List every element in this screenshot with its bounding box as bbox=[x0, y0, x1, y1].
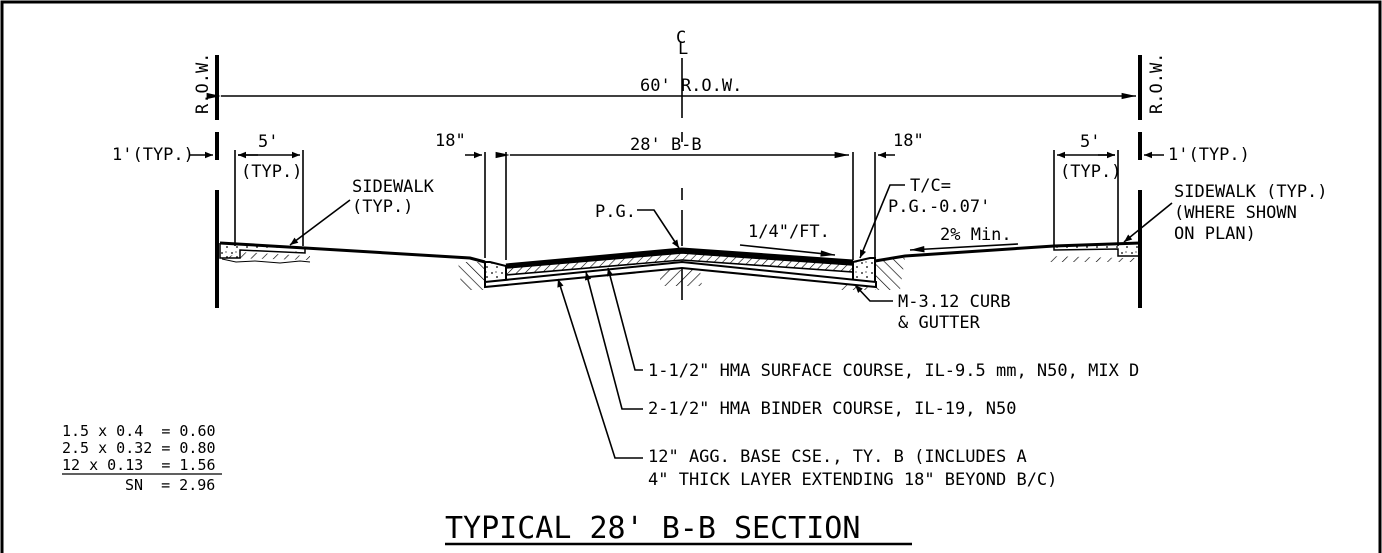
sidewalk-right-leader bbox=[1123, 202, 1173, 243]
structural-number-table: 1.5 x 0.4 = 0.60 2.5 x 0.32 = 0.80 12 x … bbox=[62, 422, 222, 494]
parkway-slope: 2% Min. bbox=[940, 225, 1012, 245]
sidewalk-left-leader bbox=[289, 199, 351, 246]
sidewalk-right-label-2: (WHERE SHOWN bbox=[1174, 203, 1297, 223]
centerline-l: L bbox=[678, 39, 688, 59]
sidewalk-left-label-1: SIDEWALK bbox=[352, 177, 435, 197]
row-label-left: R.O.W. bbox=[193, 53, 213, 114]
layer-base-label-1: 12" AGG. BASE CSE., TY. B (INCLUDES A bbox=[648, 447, 1027, 467]
curb-offset-left: 18" bbox=[435, 131, 466, 151]
layer-binder-leader bbox=[584, 271, 643, 410]
typ-1ft-left: 1'(TYP.) bbox=[112, 145, 194, 165]
layer-surface-leader bbox=[606, 267, 643, 371]
left-parkway bbox=[219, 241, 486, 264]
row-width-label: 60' R.O.W. bbox=[640, 76, 742, 96]
sn-row-2: 2.5 x 0.32 = 0.80 bbox=[62, 439, 216, 457]
sidewalk-width-right: 5' bbox=[1080, 132, 1100, 152]
sidewalk-typ-right: (TYP.) bbox=[1060, 162, 1121, 182]
curb-leader bbox=[854, 284, 893, 302]
sidewalk-right-label-1: SIDEWALK (TYP.) bbox=[1174, 182, 1328, 202]
tc-label-2: P.G.-0.07' bbox=[888, 197, 990, 217]
curb-label-1: M-3.12 CURB bbox=[898, 292, 1011, 312]
layer-base-label-2: 4" THICK LAYER EXTENDING 18" BEYOND B/C) bbox=[648, 470, 1057, 490]
layer-base-leader bbox=[557, 278, 643, 459]
sn-total: SN = 2.96 bbox=[125, 476, 215, 494]
pg-label: P.G. bbox=[595, 202, 636, 222]
sidewalk-width-left: 5' bbox=[258, 132, 278, 152]
curb-label-2: & GUTTER bbox=[898, 313, 981, 333]
sidewalk-right-label-3: ON PLAN) bbox=[1174, 224, 1256, 244]
row-label-right: R.O.W. bbox=[1147, 53, 1167, 114]
sidewalk-left-label-2: (TYP.) bbox=[352, 197, 413, 217]
right-parkway bbox=[874, 241, 1141, 263]
aggregate-base bbox=[484, 260, 877, 289]
pavement-structure bbox=[484, 247, 877, 289]
pg-leader bbox=[637, 209, 680, 249]
centerline-c: C bbox=[676, 28, 686, 48]
pavement-slope-arrow bbox=[739, 244, 836, 257]
surface-course bbox=[505, 247, 854, 269]
bb-width-label: 28' B-B bbox=[630, 135, 702, 155]
parkway-slope-arrow bbox=[909, 243, 1019, 253]
tc-label-1: T/C= bbox=[910, 176, 951, 196]
binder-course bbox=[505, 252, 854, 276]
sn-row-3: 12 x 0.13 = 1.56 bbox=[62, 456, 216, 474]
sn-row-1: 1.5 x 0.4 = 0.60 bbox=[62, 422, 216, 440]
layer-surface-label: 1-1/2" HMA SURFACE COURSE, IL-9.5 mm, N5… bbox=[648, 361, 1139, 381]
section-title: TYPICAL 28' B-B SECTION bbox=[445, 511, 860, 546]
pavement-slope: 1/4"/FT. bbox=[748, 222, 830, 242]
sidewalk-typ-left: (TYP.) bbox=[241, 162, 302, 182]
typ-1ft-right: 1'(TYP.) bbox=[1168, 145, 1250, 165]
layer-binder-label: 2-1/2" HMA BINDER COURSE, IL-19, N50 bbox=[648, 399, 1016, 419]
tc-leader bbox=[859, 184, 905, 259]
curb-offset-right: 18" bbox=[893, 131, 924, 151]
